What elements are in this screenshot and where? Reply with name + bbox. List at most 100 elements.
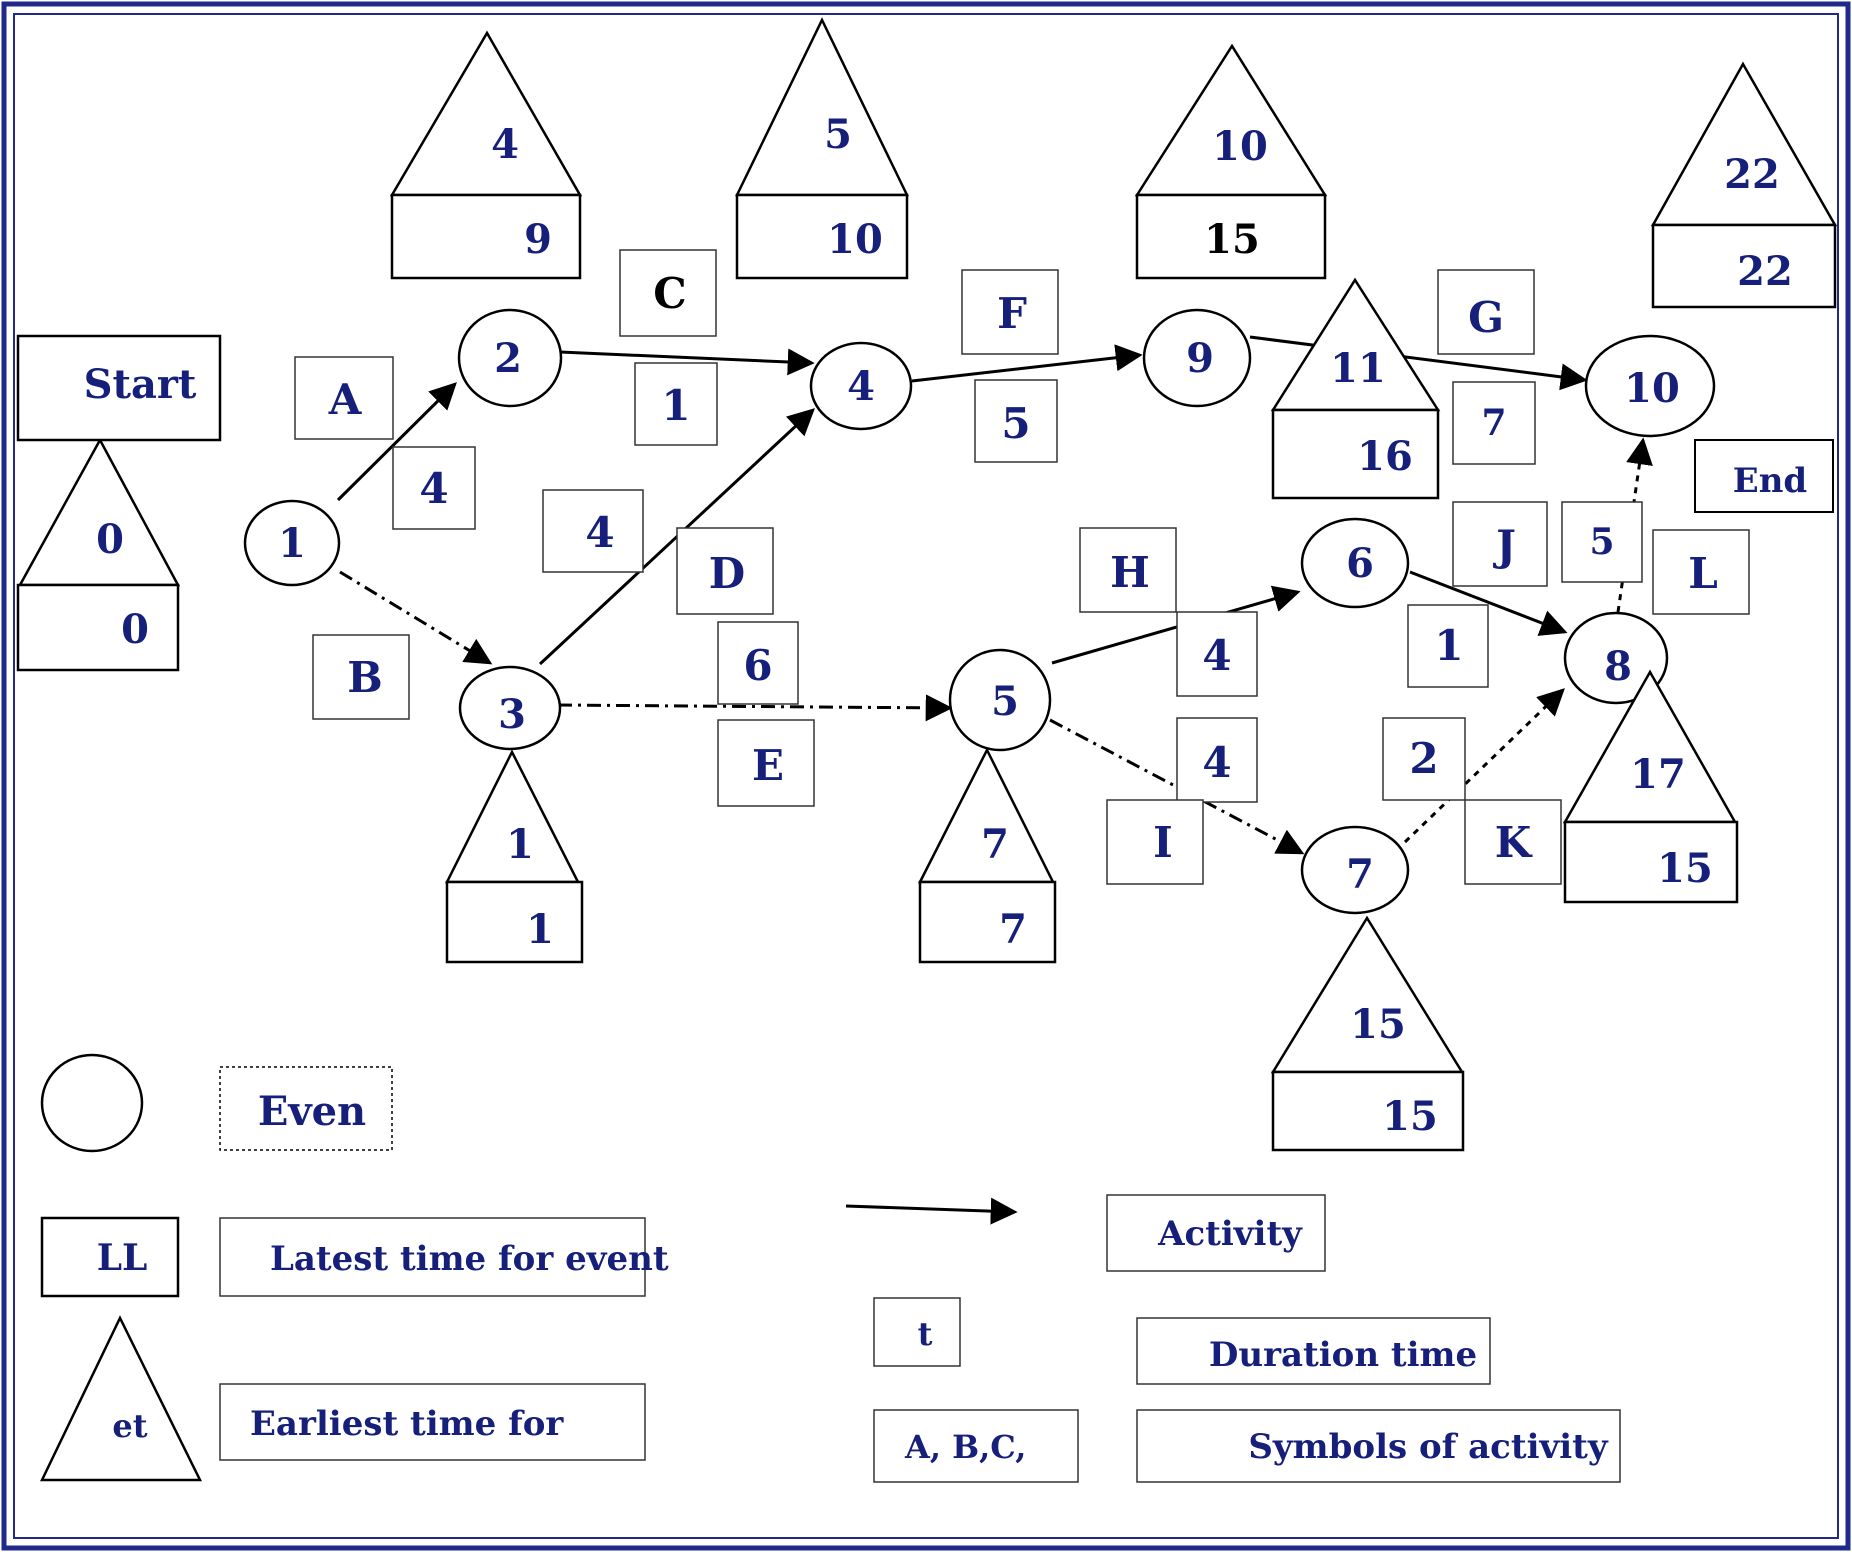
- symbol-box-h: [1079, 527, 1177, 613]
- earliest-triangle-7: [1270, 915, 1465, 1074]
- latest-box-10: [1651, 223, 1837, 309]
- latest-time-2: 9: [524, 216, 552, 263]
- latest-time-10: 22: [1737, 248, 1793, 295]
- event-circle-3[interactable]: [458, 665, 562, 751]
- arrow-g: [1249, 335, 1588, 391]
- event-circle-1[interactable]: [243, 499, 341, 587]
- latest-time-9: 15: [1204, 216, 1260, 263]
- latest-time-5: 7: [999, 906, 1027, 953]
- legend-event-circle: [40, 1053, 144, 1153]
- earliest-time-5: 7: [981, 821, 1009, 868]
- latest-time-7: 15: [1382, 1093, 1438, 1140]
- latest-box-2: [390, 193, 582, 280]
- event-label-8: 8: [1604, 643, 1632, 690]
- inner-frame: [13, 13, 1839, 1539]
- legend-symbols-sample: A, B,C,: [904, 1428, 1026, 1466]
- latest-time-start: 0: [121, 606, 149, 653]
- earliest-time-6: 11: [1330, 345, 1386, 392]
- legend-earliest-box: [219, 1383, 646, 1461]
- event-circle-8[interactable]: [1563, 611, 1669, 705]
- earliest-time-2: 4: [491, 121, 519, 168]
- arrow-j: [1409, 570, 1568, 636]
- event-label-10: 10: [1624, 365, 1680, 412]
- latest-time-4: 10: [827, 216, 883, 263]
- symbol-a: A: [328, 375, 363, 424]
- event-circle-7[interactable]: [1300, 825, 1410, 915]
- symbol-e: E: [752, 741, 784, 790]
- earliest-time-7: 15: [1350, 1001, 1406, 1048]
- activity-labels: A 4 B C 1 4 D 6 E F 5 G 7 H 4 4 I J 1 2 …: [328, 269, 1718, 867]
- event-label-7: 7: [1346, 851, 1374, 898]
- latest-box-4: [735, 193, 909, 280]
- latest-box-start: [16, 583, 180, 672]
- legend-latest-symbol: LL: [97, 1237, 148, 1279]
- earliest-time-3: 1: [506, 821, 534, 868]
- legend-duration-label: Duration time: [1209, 1335, 1477, 1375]
- event-label-2: 2: [494, 335, 522, 382]
- legend-activity-arrow: [845, 1197, 1018, 1225]
- legend: Even LL Latest time for event et Earlies…: [40, 1053, 1621, 1483]
- symbol-box-d: [676, 527, 774, 615]
- duration-f: 5: [1001, 399, 1030, 448]
- start-label: Start: [84, 361, 197, 408]
- symbol-box-l: [1652, 529, 1750, 615]
- symbol-box-k: [1464, 799, 1562, 885]
- legend-symbols-box: [1136, 1409, 1621, 1483]
- earliest-triangle-2: [389, 30, 583, 197]
- latest-time-6: 16: [1357, 433, 1413, 480]
- event-circle-2[interactable]: [457, 308, 563, 408]
- end-box: [1694, 439, 1834, 513]
- earliest-triangle-4: [735, 17, 909, 197]
- duration-box-f: [974, 379, 1058, 463]
- event-label-6: 6: [1346, 540, 1374, 587]
- event-circle-6[interactable]: [1300, 517, 1410, 609]
- latest-box-9: [1135, 193, 1327, 280]
- legend-duration-box: [1136, 1317, 1491, 1385]
- event-circle-10[interactable]: [1584, 334, 1716, 438]
- symbol-box-a: [294, 356, 394, 440]
- duration-box-a: [392, 446, 476, 530]
- latest-box-3: [445, 880, 584, 964]
- symbol-k: K: [1495, 818, 1533, 867]
- legend-activity-label: Activity: [1157, 1214, 1303, 1254]
- duration-box-e: [717, 621, 799, 705]
- earliest-time-8: 17: [1630, 751, 1686, 798]
- duration-j: 1: [1434, 621, 1463, 670]
- legend-latest-box: [219, 1217, 646, 1297]
- symbol-l: L: [1688, 549, 1718, 598]
- event-circles: [243, 308, 1716, 915]
- latest-box-6: [1271, 408, 1440, 500]
- earliest-triangle-10: [1650, 61, 1838, 227]
- latest-time-8: 15: [1657, 845, 1713, 892]
- activity-boxes: [294, 249, 1750, 885]
- event-circle-9[interactable]: [1142, 308, 1252, 408]
- terminal-labels: Start End: [84, 361, 1808, 501]
- symbol-box-f: [961, 269, 1059, 355]
- duration-k: 2: [1409, 734, 1438, 783]
- latest-box-7: [1271, 1070, 1465, 1152]
- symbol-box-e: [717, 719, 815, 807]
- symbol-box-b: [312, 634, 410, 720]
- legend-event-box: [219, 1066, 393, 1151]
- symbol-g: G: [1468, 293, 1504, 342]
- duration-h: 4: [1202, 631, 1231, 680]
- earliest-time-4: 5: [824, 111, 852, 158]
- event-label-4: 4: [847, 363, 875, 410]
- latest-box-5: [918, 880, 1057, 964]
- end-label: End: [1733, 461, 1807, 501]
- duration-box-c: [634, 362, 718, 446]
- time-labels: 0 0 4 9 5 10 10 15 22 22 11 16 1 1 7 7 1…: [96, 111, 1793, 1140]
- legend-symbols-label: Symbols of activity: [1248, 1427, 1609, 1467]
- duration-d: 4: [585, 508, 614, 557]
- legend-earliest-symbol: et: [112, 1407, 147, 1445]
- arrow-b: [339, 570, 493, 665]
- legend-event-label: Even: [258, 1088, 366, 1135]
- legend-duration-symbol-box: [873, 1297, 961, 1367]
- duration-l: 5: [1589, 521, 1614, 563]
- event-circle-4[interactable]: [809, 341, 913, 431]
- symbol-b: B: [347, 653, 383, 702]
- event-circle-5[interactable]: [948, 648, 1052, 752]
- event-label-3: 3: [498, 691, 526, 738]
